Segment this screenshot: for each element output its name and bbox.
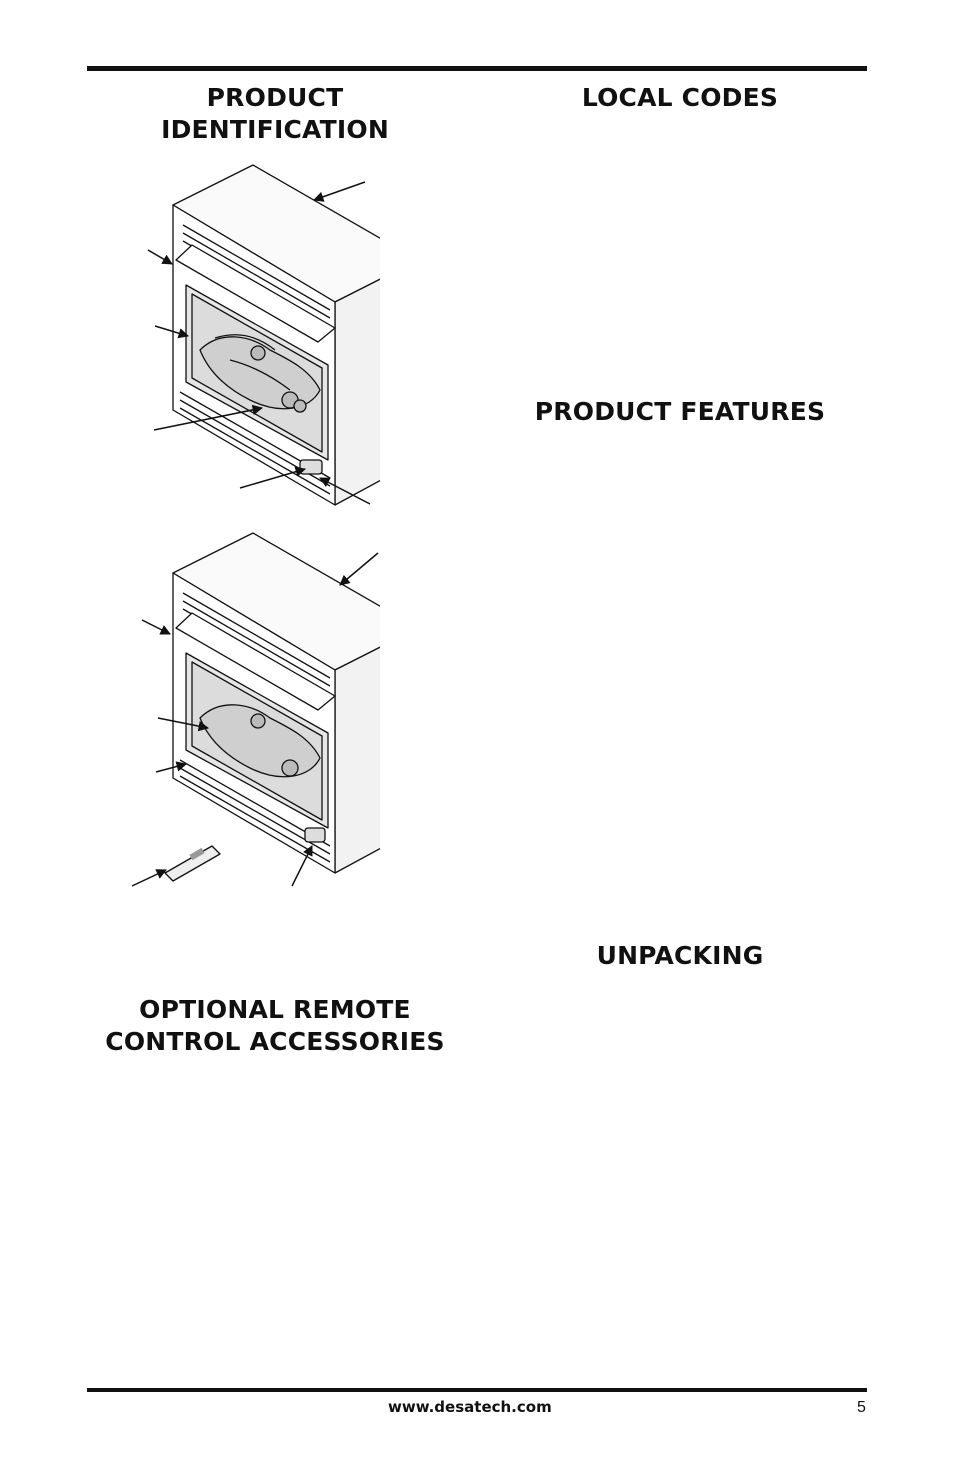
footer-url[interactable]: www.desatech.com — [388, 1398, 552, 1416]
heading-line: PRODUCT — [206, 83, 344, 112]
bottom-rule — [87, 1388, 867, 1392]
heading-product-identification: PRODUCT IDENTIFICATION — [110, 82, 440, 146]
heading-line: OPTIONAL REMOTE — [139, 995, 411, 1024]
heading-local-codes: LOCAL CODES — [581, 83, 779, 112]
heading-unpacking: UNPACKING — [596, 941, 764, 970]
heading-product-features: PRODUCT FEATURES — [534, 397, 826, 426]
fireplace-with-remote-illustration — [131, 532, 380, 887]
top-rule — [87, 66, 867, 71]
heading-optional-remote: OPTIONAL REMOTE CONTROL ACCESSORIES — [80, 994, 470, 1058]
fireplace-illustration — [147, 164, 380, 506]
heading-line: CONTROL ACCESSORIES — [105, 1027, 445, 1056]
heading-line: IDENTIFICATION — [161, 115, 389, 144]
page-number: 5 — [857, 1399, 866, 1416]
